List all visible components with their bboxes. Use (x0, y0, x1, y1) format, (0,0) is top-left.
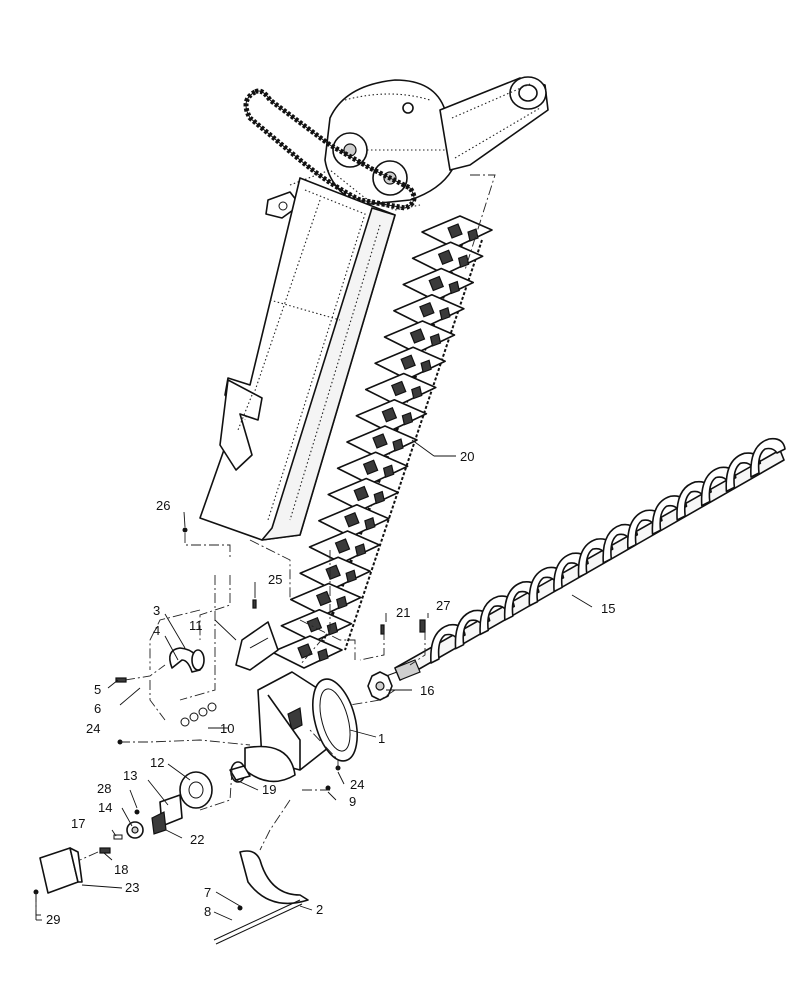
callout-29: 29 (46, 912, 60, 927)
callout-6: 6 (94, 701, 101, 716)
callout-labels: 1 2 3 4 5 6 7 8 9 10 11 12 13 14 15 16 1… (46, 449, 615, 927)
callout-19: 19 (262, 782, 276, 797)
callout-17: 17 (71, 816, 85, 831)
callout-26: 26 (156, 498, 170, 513)
auger-screw (369, 437, 786, 686)
assembly-lines (35, 174, 496, 916)
callout-3: 3 (153, 603, 160, 618)
callout-24a: 24 (86, 721, 100, 736)
callout-2: 2 (316, 902, 323, 917)
callout-18: 18 (114, 862, 128, 877)
clip-3-4 (169, 647, 205, 673)
bearing-stack (99, 771, 213, 854)
callout-10: 10 (220, 721, 234, 736)
callout-24b: 24 (350, 777, 364, 792)
elevator-housing (199, 177, 396, 541)
callout-20: 20 (460, 449, 474, 464)
elevator-chain-with-paddles (271, 215, 493, 669)
callout-23: 23 (125, 880, 139, 895)
callout-8: 8 (204, 904, 211, 919)
end-cover-23 (39, 847, 83, 894)
callout-5: 5 (94, 682, 101, 697)
callout-21: 21 (396, 605, 410, 620)
callout-1: 1 (378, 731, 385, 746)
callout-12: 12 (150, 755, 164, 770)
fasteners (33, 527, 426, 895)
callout-16: 16 (420, 683, 434, 698)
lower-shield-2 (213, 850, 309, 945)
mount-plate-11 (235, 621, 279, 671)
callout-27: 27 (436, 598, 450, 613)
callout-14: 14 (98, 800, 112, 815)
bushing-19 (229, 761, 251, 783)
boot-housing-1 (244, 671, 358, 783)
callout-7: 7 (204, 885, 211, 900)
callout-25: 25 (268, 572, 282, 587)
callout-4: 4 (153, 623, 160, 638)
callout-11: 11 (189, 618, 203, 633)
callout-13: 13 (123, 768, 137, 783)
callout-15: 15 (601, 601, 615, 616)
washers-10 (180, 702, 217, 727)
callout-22: 22 (190, 832, 204, 847)
callout-28: 28 (97, 781, 111, 796)
callout-9: 9 (349, 794, 356, 809)
drive-head-assembly (243, 76, 549, 219)
leader-lines (35, 439, 593, 921)
auger-flight (750, 437, 786, 478)
sprocket-16 (367, 671, 393, 701)
